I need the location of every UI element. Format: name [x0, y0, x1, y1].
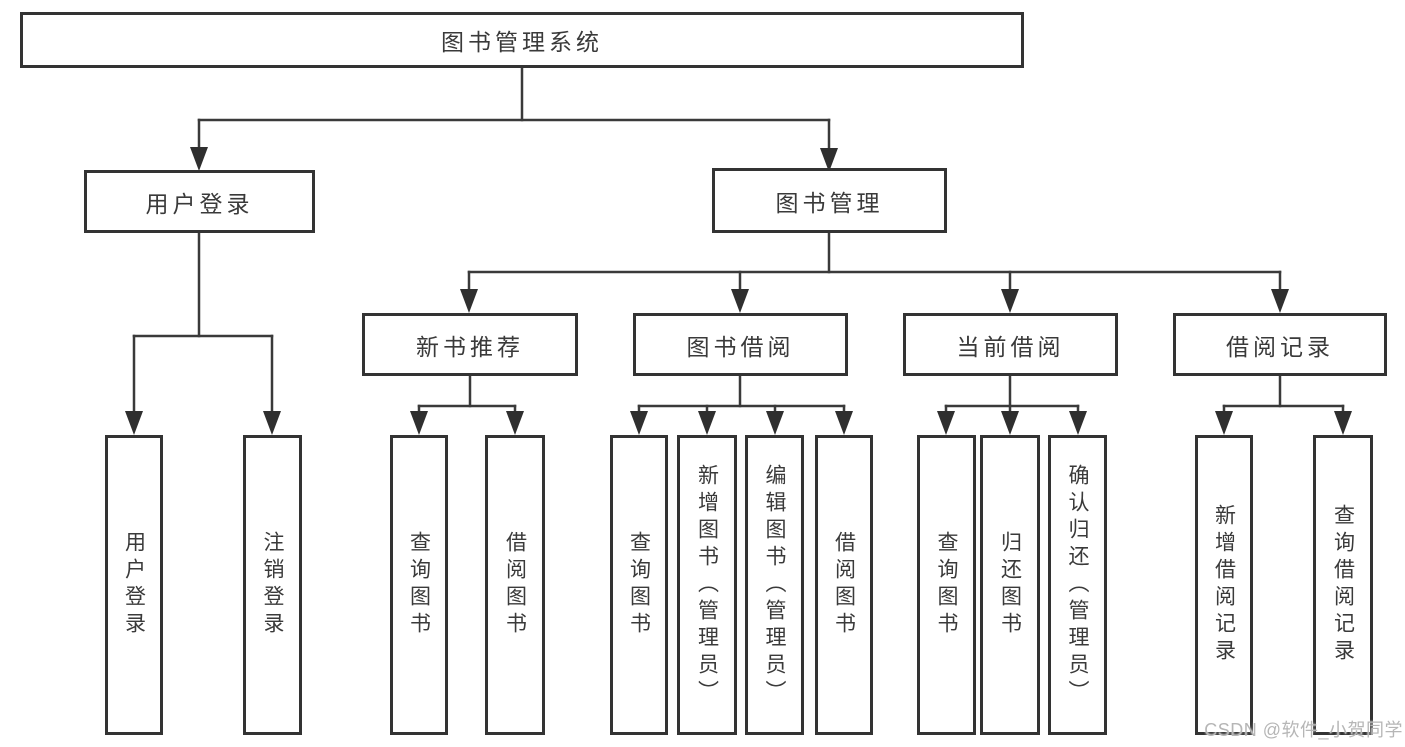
- leaf-label: 借阅图书: [503, 531, 527, 639]
- node-label: 借阅记录: [1226, 333, 1334, 360]
- leaf-label: 编辑图书（管理员）: [763, 463, 786, 707]
- leaf-label: 新增借阅记录: [1212, 504, 1236, 666]
- node-label: 用户登录: [145, 190, 254, 217]
- node-label: 图书管理系统: [441, 29, 603, 55]
- leaf-label: 查询借阅记录: [1331, 504, 1355, 666]
- leaf-borrowing-edit-books-admin: 编辑图书（管理员）: [745, 435, 804, 735]
- leaf-current-return-books: 归还图书: [980, 435, 1040, 735]
- leaf-current-query-books: 查询图书: [917, 435, 976, 735]
- node-borrowing-records: 借阅记录: [1173, 313, 1387, 376]
- leaf-label: 查询图书: [627, 531, 651, 639]
- leaf-logout-login: 注销登录: [243, 435, 302, 735]
- node-book-borrowing: 图书借阅: [633, 313, 848, 376]
- node-current-borrowing: 当前借阅: [903, 313, 1118, 376]
- leaf-label: 归还图书: [998, 531, 1022, 639]
- leaf-borrowing-add-books-admin: 新增图书（管理员）: [677, 435, 737, 735]
- node-label: 新书推荐: [416, 333, 524, 360]
- leaf-label: 新增图书（管理员）: [695, 463, 719, 707]
- leaf-records-add-borrow-record: 新增借阅记录: [1195, 435, 1253, 735]
- leaf-label: 用户登录: [122, 531, 146, 639]
- node-library-system: 图书管理系统: [20, 12, 1024, 68]
- arrowhead-icons: [125, 147, 1352, 435]
- leaf-label: 注销登录: [261, 531, 284, 639]
- leaf-current-confirm-return-admin: 确认归还（管理员）: [1048, 435, 1107, 735]
- leaf-borrowing-borrow-books: 借阅图书: [815, 435, 873, 735]
- leaf-label: 借阅图书: [832, 531, 856, 639]
- leaf-label: 查询图书: [935, 531, 958, 639]
- node-book-management: 图书管理: [712, 168, 947, 233]
- node-label: 当前借阅: [956, 333, 1065, 360]
- node-new-book-recommend: 新书推荐: [362, 313, 578, 376]
- node-user-login: 用户登录: [84, 170, 315, 233]
- leaf-recommend-borrow-books: 借阅图书: [485, 435, 545, 735]
- watermark: CSDN @软件_小贺同学: [1204, 720, 1403, 740]
- node-label: 图书管理: [775, 189, 884, 216]
- leaf-recommend-query-books: 查询图书: [390, 435, 448, 735]
- leaf-label: 查询图书: [407, 531, 431, 639]
- leaf-label: 确认归还（管理员）: [1066, 463, 1089, 707]
- leaf-records-query-borrow-record: 查询借阅记录: [1313, 435, 1373, 735]
- node-label: 图书借阅: [686, 333, 795, 360]
- leaf-borrowing-query-books: 查询图书: [610, 435, 668, 735]
- leaf-user-login: 用户登录: [105, 435, 163, 735]
